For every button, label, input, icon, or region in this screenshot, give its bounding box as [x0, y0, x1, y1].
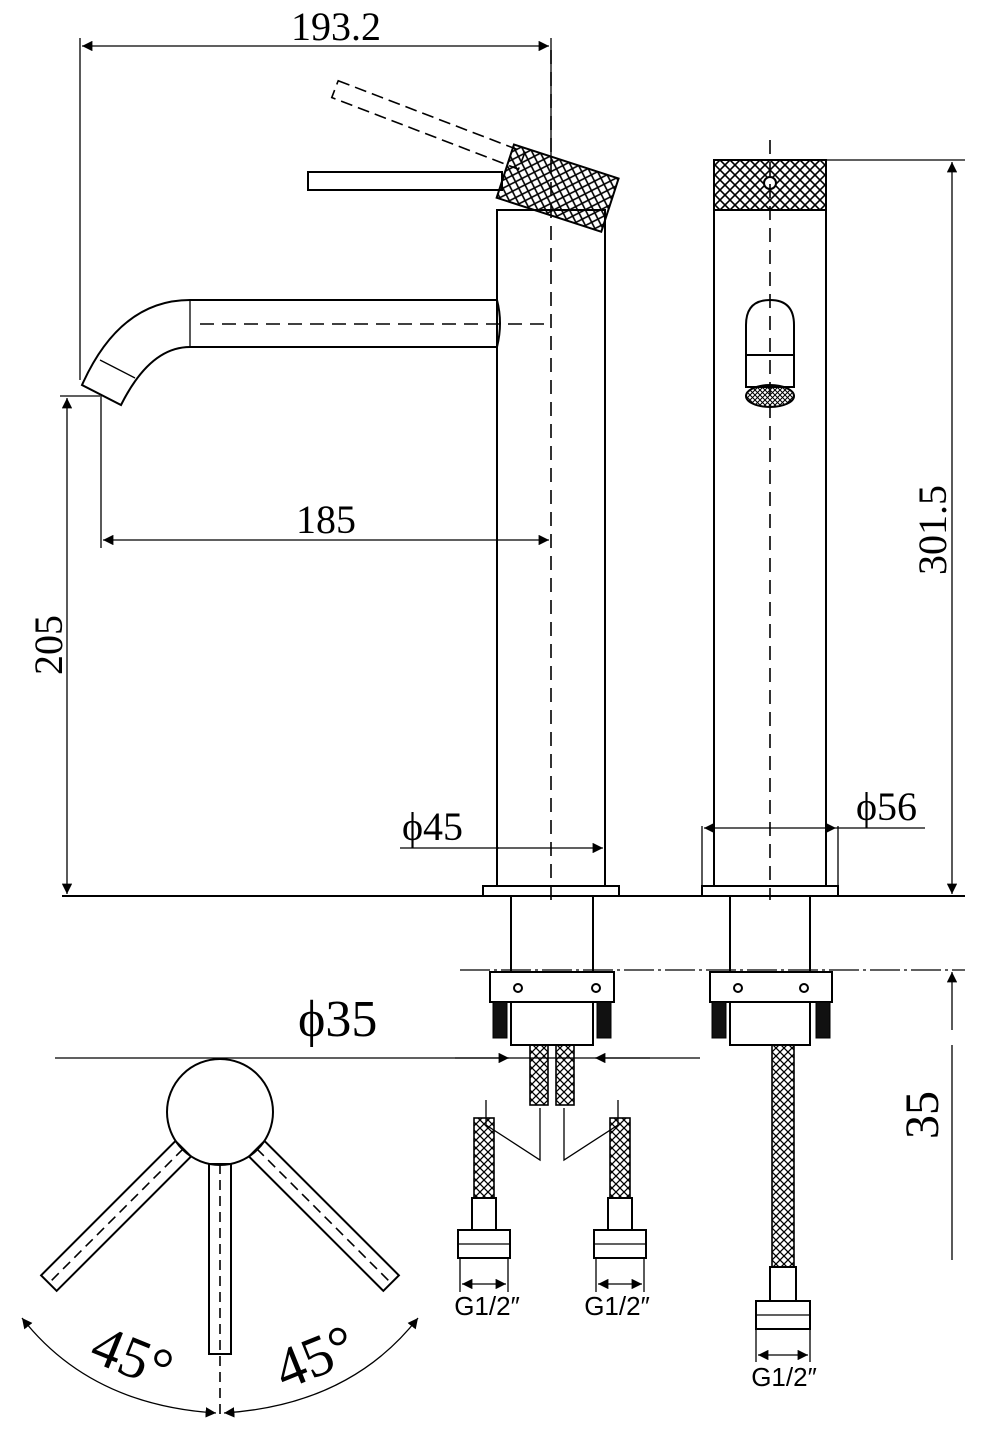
mounting-nut-side	[709, 971, 833, 1003]
dim-total-height: 301.5	[910, 485, 955, 575]
knurled-handle-front	[495, 143, 620, 233]
spout-joint-2	[99, 359, 136, 379]
under-deck-front	[457, 896, 647, 1292]
dim-body-diameter: ϕ45	[402, 804, 463, 849]
hose-right	[609, 1117, 631, 1199]
aerator-mesh	[745, 384, 795, 408]
hose-stub-right	[555, 1044, 575, 1106]
side-view	[701, 140, 839, 1362]
base-flange-side	[701, 885, 839, 897]
dim-hole-diameter: ϕ35	[298, 991, 377, 1048]
dim-max-deck-thickness: 35	[896, 1091, 949, 1139]
angle-label-right: 45°	[265, 1312, 365, 1403]
top-view-lever-rotation	[21, 1058, 419, 1420]
spout	[80, 299, 501, 407]
spout-outlet	[745, 298, 795, 360]
angle-arc-right	[223, 1317, 419, 1418]
shank-side	[729, 1001, 811, 1046]
hose-side	[771, 1044, 795, 1268]
hose-stub-left	[529, 1044, 549, 1106]
lever-closed	[307, 171, 503, 191]
dim-width-total: 193.2	[291, 4, 381, 49]
angle-label-left: 45°	[82, 1312, 182, 1403]
lever-open-dashed	[330, 79, 526, 171]
hose-left	[473, 1117, 495, 1199]
dimension-lines	[55, 38, 965, 1260]
angle-arc-left	[21, 1317, 217, 1418]
threaded-stud-right	[596, 1001, 612, 1039]
dim-spout-reach: 185	[296, 497, 356, 542]
connection-label-left: G1/2″	[454, 1291, 520, 1321]
connection-label-right: G1/2″	[584, 1291, 650, 1321]
front-view	[80, 50, 620, 900]
threaded-stud-left	[492, 1001, 508, 1039]
dim-spout-height: 205	[26, 615, 71, 675]
connection-label-side: G1/2″	[751, 1362, 817, 1392]
shank-front	[510, 1001, 594, 1046]
dim-base-diameter: ϕ56	[856, 784, 917, 829]
